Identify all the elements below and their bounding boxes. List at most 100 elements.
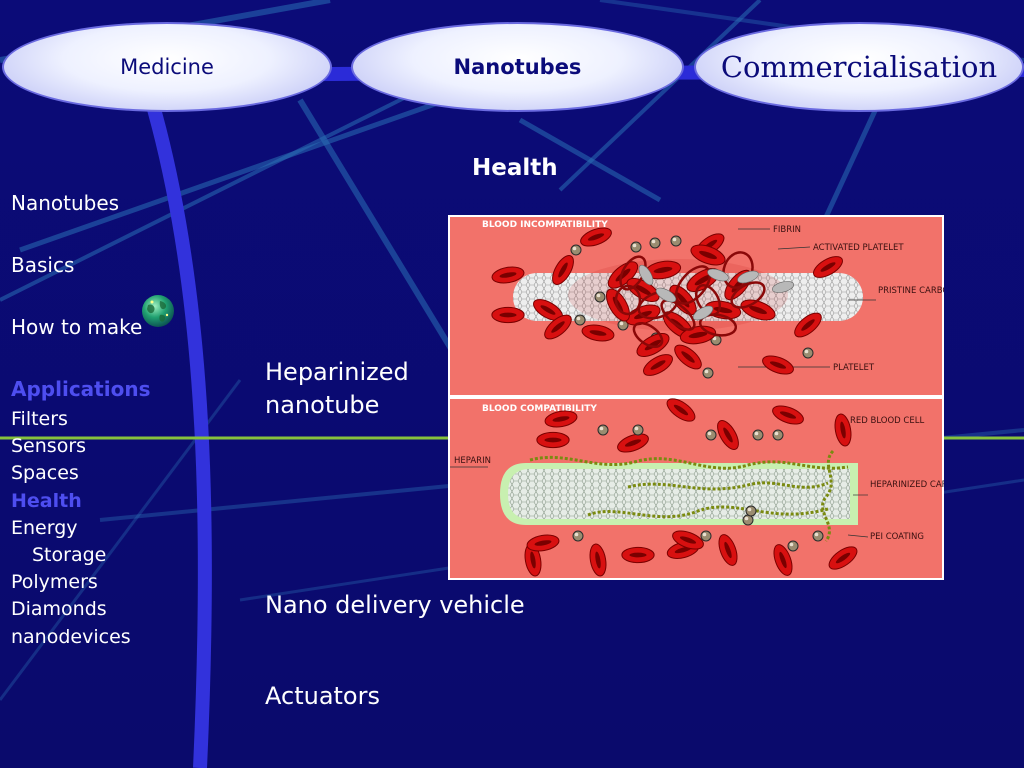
- red-blood-cell-center: [544, 437, 562, 443]
- platelet: [570, 244, 582, 256]
- red-blood-cell-center: [587, 233, 605, 241]
- red-blood-cell-center: [551, 321, 565, 333]
- tab-commercialisation[interactable]: Commercialisation: [694, 22, 1024, 112]
- red-blood-cell-center: [694, 274, 712, 286]
- sidebar-sub-filters[interactable]: Filters: [11, 408, 68, 430]
- platelet: [742, 514, 754, 526]
- page-title: Health: [472, 155, 558, 181]
- fibrin-strand: [730, 281, 766, 309]
- platelet: [802, 347, 814, 359]
- label-heparinized: HEPARINIZED CARBON NANOTUBE: [870, 480, 944, 490]
- label-pei: PEI COATING: [870, 532, 924, 542]
- fibrin-strand: [698, 313, 738, 337]
- red-blood-cell-center: [801, 319, 815, 331]
- sidebar-sub-health[interactable]: Health: [11, 489, 82, 512]
- label-heparin: HEPARIN: [454, 456, 491, 466]
- sidebar-item-basics[interactable]: Basics: [11, 253, 75, 277]
- red-blood-cell-center: [552, 416, 570, 422]
- red-blood-cell-center: [499, 312, 517, 318]
- red-blood-cell-center: [674, 546, 692, 554]
- red-blood-cell-center: [624, 439, 642, 447]
- sidebar-sub-energy[interactable]: Energy: [11, 516, 78, 539]
- sidebar-sub-sensors[interactable]: Sensors: [11, 435, 87, 458]
- red-blood-cell-center: [653, 266, 673, 274]
- red-blood-cell-center: [530, 551, 536, 569]
- platelet-highlight: [632, 243, 637, 248]
- sidebar-item-how-to-make[interactable]: How to make: [11, 315, 143, 339]
- nanotube-figure: BLOOD INCOMPATIBILITY FIBRIN ACTIVATED P…: [448, 215, 944, 580]
- red-blood-cell-center: [629, 552, 647, 558]
- platelet-highlight: [702, 532, 707, 537]
- platelet: [597, 424, 609, 436]
- fibrin-strand: [694, 284, 722, 316]
- red-blood-cell-center: [835, 552, 851, 564]
- sidebar-sub-storage[interactable]: Storage: [32, 544, 107, 567]
- red-blood-cell-center: [650, 360, 666, 370]
- tab-nanotubes[interactable]: Nanotubes: [351, 22, 684, 112]
- platelet: [787, 540, 799, 552]
- platelet-highlight: [747, 507, 752, 512]
- red-blood-cell-center: [699, 250, 717, 260]
- red-blood-cell-center: [749, 305, 767, 315]
- label-activated-platelet: ACTIVATED PLATELET: [813, 243, 904, 253]
- content-delivery: Nano delivery vehicle: [265, 591, 525, 619]
- platelet: [670, 235, 682, 247]
- platelet-highlight: [744, 516, 749, 521]
- sidebar-item-applications[interactable]: Applications: [11, 377, 151, 401]
- platelet-highlight: [712, 336, 717, 341]
- red-blood-cell-center: [769, 361, 787, 369]
- fibrin-strand: [674, 265, 712, 305]
- figure-title-bottom: BLOOD COMPATIBILITY: [482, 404, 597, 414]
- platelet: [702, 367, 714, 379]
- globe-icon: [142, 295, 174, 327]
- red-blood-cell-center: [840, 421, 846, 439]
- activated-platelet: [655, 287, 677, 303]
- platelet-highlight: [814, 532, 819, 537]
- platelet: [700, 530, 712, 542]
- platelet: [705, 429, 717, 441]
- platelet-highlight: [804, 349, 809, 354]
- platelet: [630, 241, 642, 253]
- red-blood-cell-center: [688, 331, 708, 339]
- sidebar-item-nanotubes[interactable]: Nanotubes: [11, 191, 120, 215]
- label-pristine: PRISTINE CARBON NANOTUBE: [878, 286, 944, 296]
- red-blood-cell-center: [634, 284, 652, 296]
- platelet-highlight: [754, 431, 759, 436]
- platelet-highlight: [634, 426, 639, 431]
- red-blood-cell-center: [540, 305, 556, 315]
- red-blood-cell-center: [779, 411, 797, 419]
- content-actuators: Actuators: [265, 682, 380, 710]
- platelet-highlight: [619, 321, 624, 326]
- red-blood-cell-center: [499, 272, 517, 278]
- red-blood-cell-center: [595, 551, 601, 569]
- activated-platelet: [707, 268, 729, 282]
- platelet-highlight: [672, 237, 677, 242]
- label-fibrin: FIBRIN: [773, 225, 801, 235]
- platelet-highlight: [574, 532, 579, 537]
- activated-platelet: [771, 281, 795, 293]
- platelet: [752, 429, 764, 441]
- red-blood-cell-center: [723, 427, 733, 443]
- platelet: [812, 530, 824, 542]
- tab-medicine[interactable]: Medicine: [2, 22, 332, 112]
- platelet: [574, 314, 586, 326]
- platelet: [772, 429, 784, 441]
- platelet-highlight: [651, 239, 656, 244]
- red-blood-cell-center: [558, 262, 568, 278]
- sidebar-sub-nanodevices[interactable]: nanodevices: [11, 625, 131, 648]
- platelet-highlight: [774, 431, 779, 436]
- platelet-highlight: [707, 431, 712, 436]
- platelet: [572, 530, 584, 542]
- red-blood-cell-center: [615, 268, 631, 282]
- fibrin-strand: [660, 299, 696, 331]
- platelet-highlight: [576, 316, 581, 321]
- sidebar-sub-list: Filters Sensors Spaces Health Energy Sto…: [11, 406, 131, 651]
- sidebar-sub-diamonds[interactable]: Diamonds: [11, 598, 107, 621]
- sidebar-sub-spaces[interactable]: Spaces: [11, 462, 79, 485]
- red-blood-cell-center: [673, 404, 689, 416]
- activated-platelet: [737, 270, 759, 284]
- red-blood-cell-center: [679, 536, 697, 544]
- sidebar-sub-polymers[interactable]: Polymers: [11, 571, 98, 594]
- platelet: [745, 505, 757, 517]
- platelet-highlight: [599, 426, 604, 431]
